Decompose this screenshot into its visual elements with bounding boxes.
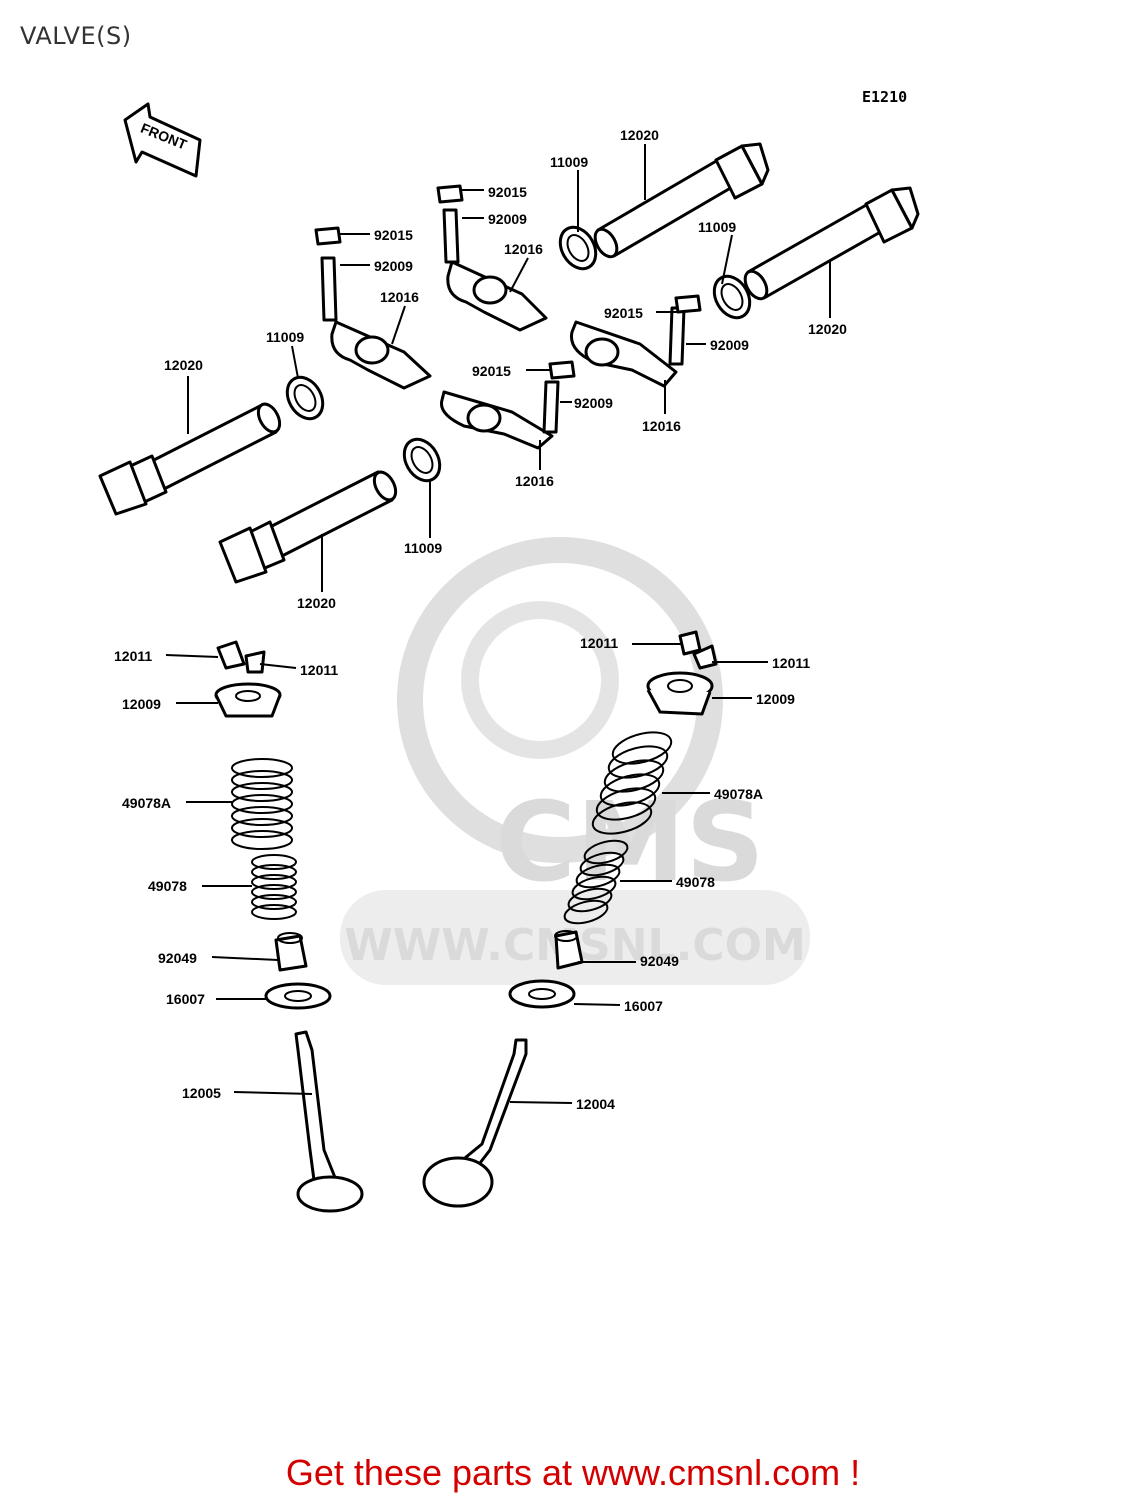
rocker-shaft-left-upper: [98, 402, 282, 516]
label-12020: 12020: [808, 321, 847, 337]
label-92015: 92015: [604, 305, 643, 321]
label-92009: 92009: [374, 258, 413, 274]
label-11009: 11009: [550, 154, 588, 170]
label-92009: 92009: [710, 337, 749, 353]
label-12016: 12016: [642, 418, 681, 434]
label-12020: 12020: [620, 127, 659, 143]
label-92009: 92009: [574, 395, 613, 411]
watermark-logo-text: CMS: [495, 778, 764, 906]
cta-link[interactable]: Get these parts at www.cmsnl.com !: [285, 1452, 861, 1493]
diagram-code: E1210: [862, 88, 908, 106]
label-92049: 92049: [158, 950, 197, 966]
rocker-arm-12016-d: [439, 360, 576, 450]
valve-stack-right: [422, 630, 718, 1208]
label-12016: 12016: [515, 473, 554, 489]
valve-stack-left: [214, 640, 364, 1213]
label-49078A: 49078A: [122, 795, 171, 811]
label-12009: 12009: [756, 691, 795, 707]
label-12011: 12011: [580, 635, 618, 651]
label-12009: 12009: [122, 696, 161, 712]
part-labels: 12020 11009 92015 92009 12016 92015 9200…: [114, 127, 847, 1112]
label-11009: 11009: [698, 219, 736, 235]
label-12004: 12004: [576, 1096, 615, 1112]
rocker-arm-12016-b: [314, 226, 432, 390]
label-92015: 92015: [374, 227, 413, 243]
shim-11009-a: [558, 225, 598, 271]
label-92009: 92009: [488, 211, 527, 227]
label-49078: 49078: [676, 874, 715, 890]
label-12005: 12005: [182, 1085, 221, 1101]
label-12020: 12020: [297, 595, 336, 611]
rocker-shaft-left-lower: [218, 470, 398, 584]
front-arrow-icon: FRONT: [123, 102, 202, 178]
label-16007: 16007: [624, 998, 663, 1014]
label-12011: 12011: [772, 655, 810, 671]
label-12016: 12016: [504, 241, 543, 257]
label-12016: 12016: [380, 289, 419, 305]
label-12011: 12011: [300, 662, 338, 678]
label-16007: 16007: [166, 991, 205, 1007]
label-11009: 11009: [404, 540, 442, 556]
rocker-arm-12016-c: [569, 294, 702, 388]
label-12011: 12011: [114, 648, 152, 664]
watermark: CMS WWW.CMSNL.COM: [340, 537, 810, 985]
parts-diagram: CMS WWW.CMSNL.COM FRONT: [98, 102, 920, 1213]
rocker-arm-12016-a: [436, 184, 548, 332]
label-11009: 11009: [266, 329, 304, 345]
shim-11009-b: [712, 274, 752, 320]
label-92049: 92049: [640, 953, 679, 969]
shim-11009-c: [285, 375, 325, 421]
label-12020: 12020: [164, 357, 203, 373]
rocker-shaft-top-middle: [593, 142, 770, 259]
leader-lines: [165, 144, 831, 1104]
label-92015: 92015: [472, 363, 511, 379]
rocker-shaft-top-right: [743, 186, 920, 301]
label-92015: 92015: [488, 184, 527, 200]
label-49078A: 49078A: [714, 786, 763, 802]
page-title: VALVE(S): [20, 22, 132, 50]
label-49078: 49078: [148, 878, 187, 894]
shim-11009-d: [402, 437, 442, 483]
